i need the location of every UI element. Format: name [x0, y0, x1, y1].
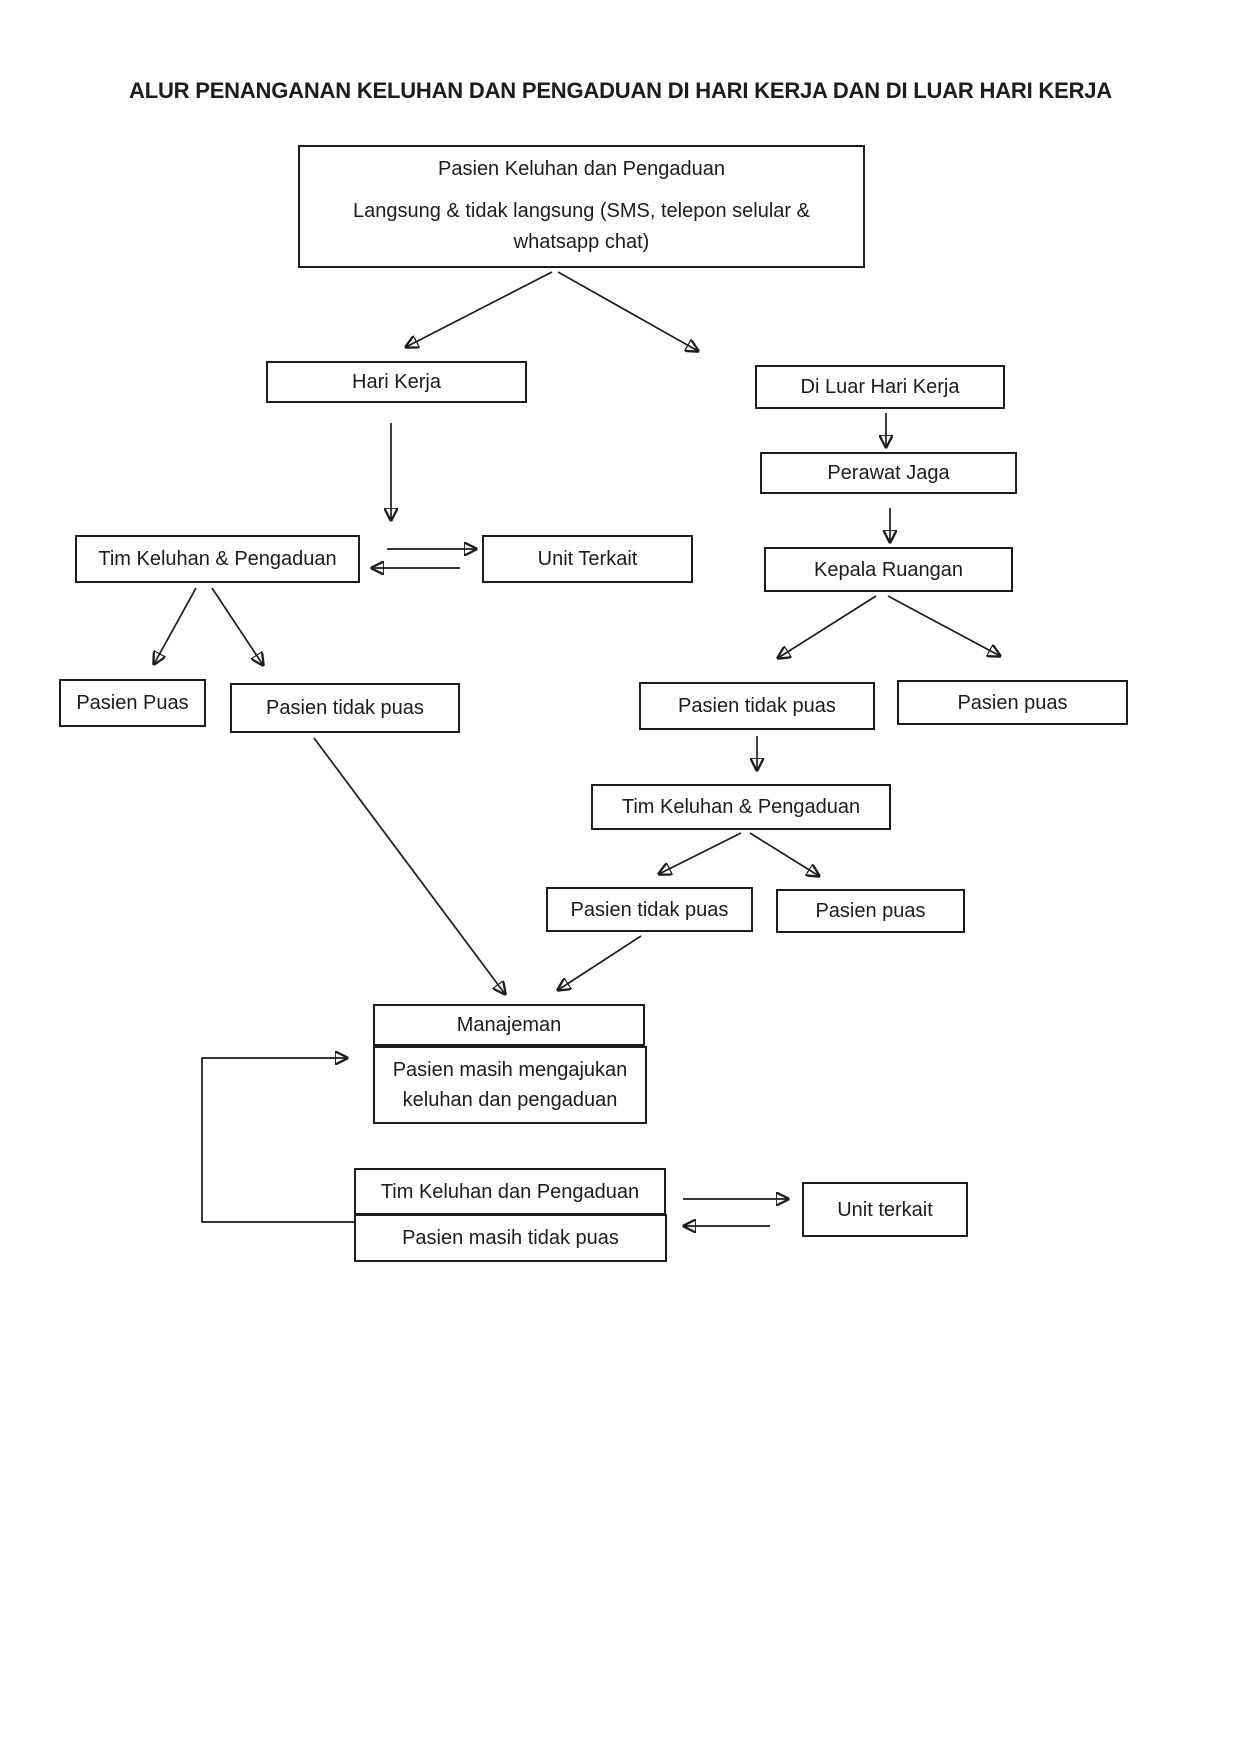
node-kepala-ruangan: Kepala Ruangan — [764, 547, 1013, 592]
node-pasien-tidak-puas-left: Pasien tidak puas — [230, 683, 460, 733]
node-label: Pasien puas — [957, 691, 1068, 714]
node-label: Tim Keluhan & Pengaduan — [98, 548, 337, 570]
node-pasien-puas-mid: Pasien puas — [776, 889, 965, 933]
arrow-start-to-di-luar — [557, 271, 698, 351]
node-pasien-tidak-puas-mid: Pasien tidak puas — [546, 887, 753, 932]
arrow-tim1-to-pasien-puas — [154, 587, 197, 664]
arrow-start-to-hari-kerja — [406, 271, 553, 347]
node-label: Pasien tidak puas — [266, 697, 424, 719]
node-label: Unit Terkait — [537, 548, 638, 570]
node-pasien-masih-tidak-puas: Pasien masih tidak puas — [354, 1214, 667, 1262]
node-label: Pasien masih mengajukan keluhan dan peng… — [392, 1059, 628, 1111]
node-label: Manajeman — [456, 1014, 562, 1036]
node-label: Kepala Ruangan — [813, 558, 963, 581]
node-label: Pasien Puas — [76, 692, 189, 714]
node-perawat-jaga: Perawat Jaga — [760, 452, 1017, 494]
node-label: Hari Kerja — [352, 371, 441, 393]
node-pasien-puas-right: Pasien puas — [897, 680, 1128, 725]
start-node-title: Pasien Keluhan dan Pengaduan — [438, 158, 725, 180]
node-label: Pasien tidak puas — [678, 695, 836, 717]
node-manajeman: Manajeman — [373, 1004, 645, 1046]
node-label: Pasien masih tidak puas — [402, 1227, 619, 1249]
node-unit-terkait-1: Unit Terkait — [482, 535, 693, 583]
node-pasien-tidak-puas-right: Pasien tidak puas — [639, 682, 875, 730]
arrow-tim1-to-pasien-tidak-puas — [211, 587, 263, 665]
node-label: Tim Keluhan & Pengaduan — [621, 796, 861, 818]
arrow-ptp-mid-to-manajeman — [558, 935, 642, 990]
node-pasien-keluhan-pengaduan: Pasien Keluhan dan Pengaduan Langsung & … — [298, 145, 865, 268]
node-pasien-masih-mengajukan: Pasien masih mengajukan keluhan dan peng… — [373, 1046, 647, 1124]
node-tim-keluhan-pengaduan-3: Tim Keluhan dan Pengaduan — [354, 1168, 666, 1215]
arrow-loop-back-to-manajeman — [201, 1058, 355, 1223]
arrow-ptp-left-to-manajeman — [313, 737, 505, 994]
node-label: Tim Keluhan dan Pengaduan — [380, 1180, 640, 1203]
node-unit-terkait-2: Unit terkait — [802, 1182, 968, 1237]
arrow-tim2-to-pp-mid — [749, 832, 819, 876]
node-pasien-puas-left: Pasien Puas — [59, 679, 206, 727]
arrow-kepala-to-pasien-tidak-puas — [778, 595, 877, 658]
node-label: Unit terkait — [837, 1198, 933, 1221]
start-node-subtitle: Langsung & tidak langsung (SMS, telepon … — [353, 200, 810, 253]
arrow-kepala-to-pasien-puas — [887, 595, 1000, 656]
node-label: Pasien tidak puas — [570, 898, 729, 921]
node-di-luar-hari-kerja: Di Luar Hari Kerja — [755, 365, 1005, 409]
node-hari-kerja: Hari Kerja — [266, 361, 527, 403]
node-label: Di Luar Hari Kerja — [800, 376, 960, 398]
node-tim-keluhan-pengaduan-1: Tim Keluhan & Pengaduan — [75, 535, 360, 583]
arrow-tim2-to-ptp-mid — [659, 832, 742, 874]
node-label: Perawat Jaga — [827, 462, 950, 484]
node-tim-keluhan-pengaduan-2: Tim Keluhan & Pengaduan — [591, 784, 891, 830]
page-title: ALUR PENANGANAN KELUHAN DAN PENGADUAN DI… — [129, 78, 1112, 103]
node-label: Pasien puas — [815, 900, 926, 922]
